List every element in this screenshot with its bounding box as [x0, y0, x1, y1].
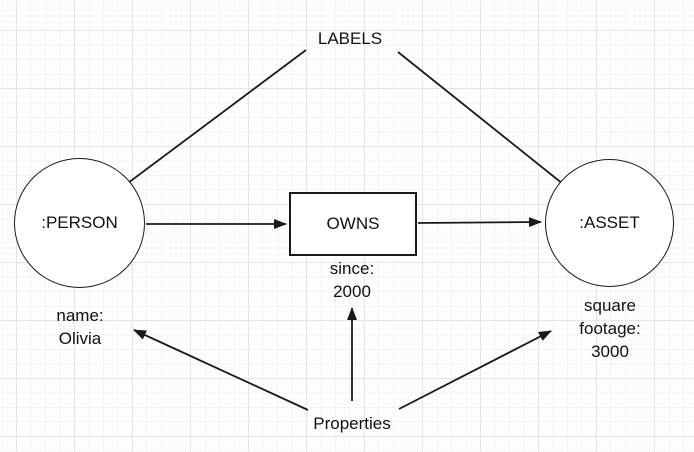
arrow-labels-to-person — [103, 49, 307, 202]
asset-property-line1: square — [584, 296, 636, 315]
relationship-property-text: since: 2000 — [292, 257, 412, 303]
relationship-property-line2: 2000 — [333, 282, 371, 301]
asset-property-line2: footage: — [579, 319, 641, 338]
owns-relationship-label: OWNS — [326, 214, 380, 233]
owns-relationship-box: OWNS — [289, 192, 417, 256]
asset-property-line3: 3000 — [591, 342, 629, 361]
properties-annotation: Properties — [282, 412, 422, 435]
person-property-text: name: Olivia — [20, 304, 140, 350]
person-property-line2: Olivia — [58, 329, 102, 348]
asset-property-text: square footage: 3000 — [550, 294, 670, 363]
asset-node: :ASSET — [545, 159, 674, 287]
person-property-line1: name: — [56, 306, 104, 325]
asset-node-label: :ASSET — [579, 213, 640, 232]
arrow-labels-to-asset — [397, 51, 589, 205]
labels-annotation: LABELS — [280, 27, 420, 50]
person-node: :PERSON — [14, 158, 145, 288]
arrow-owns-to-asset — [417, 217, 542, 228]
labels-annotation-text: LABELS — [317, 29, 383, 48]
arrow-properties-to-name — [133, 329, 309, 411]
properties-annotation-text: Properties — [313, 414, 391, 433]
arrow-properties-to-footage — [398, 330, 552, 410]
relationship-property-line1: since: — [329, 259, 375, 278]
person-node-label: :PERSON — [41, 213, 118, 232]
